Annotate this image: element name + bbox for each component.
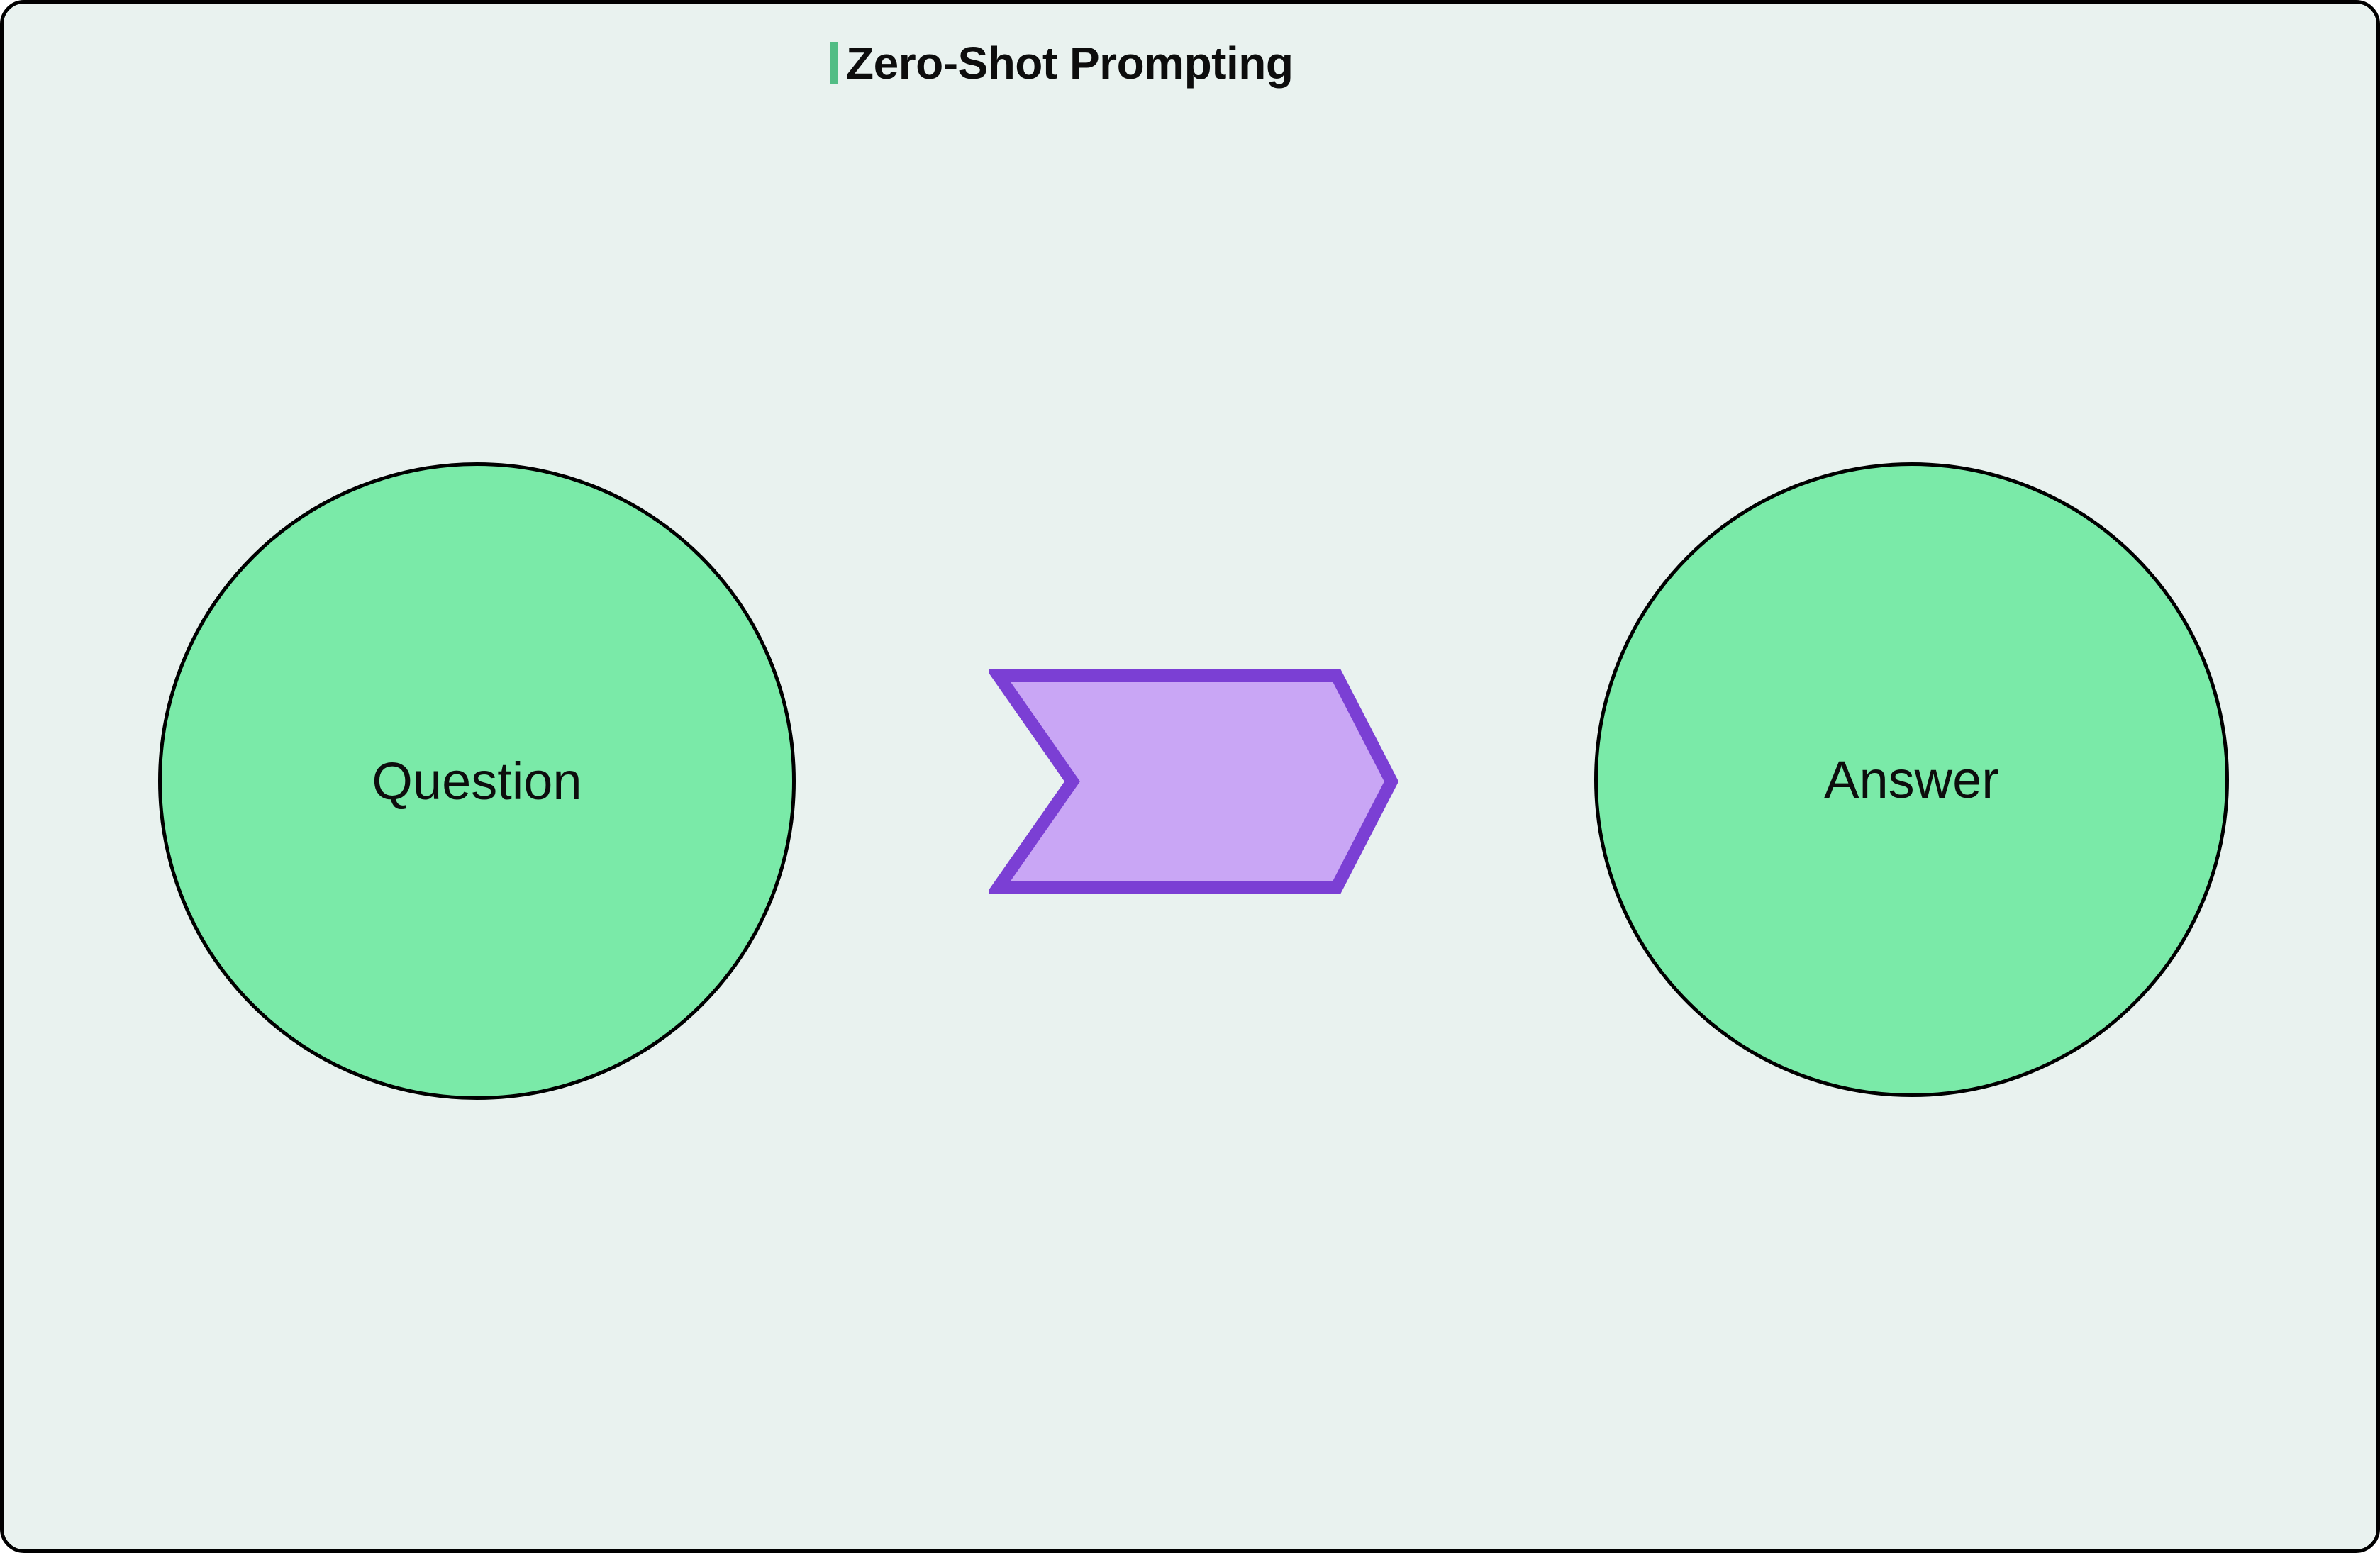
- title-accent-bar: [830, 42, 838, 84]
- chevron-arrow-icon: [989, 669, 1399, 894]
- diagram-layer: Question Answer: [4, 4, 2376, 1549]
- page-title: Zero-Shot Prompting: [830, 38, 1294, 89]
- chevron-arrow-shape: [989, 669, 1399, 894]
- node-question-label: Question: [372, 751, 582, 811]
- node-answer-label: Answer: [1824, 750, 1999, 809]
- node-answer[interactable]: Answer: [1594, 462, 2229, 1097]
- node-question[interactable]: Question: [158, 462, 796, 1100]
- page-title-text: Zero-Shot Prompting: [846, 38, 1294, 89]
